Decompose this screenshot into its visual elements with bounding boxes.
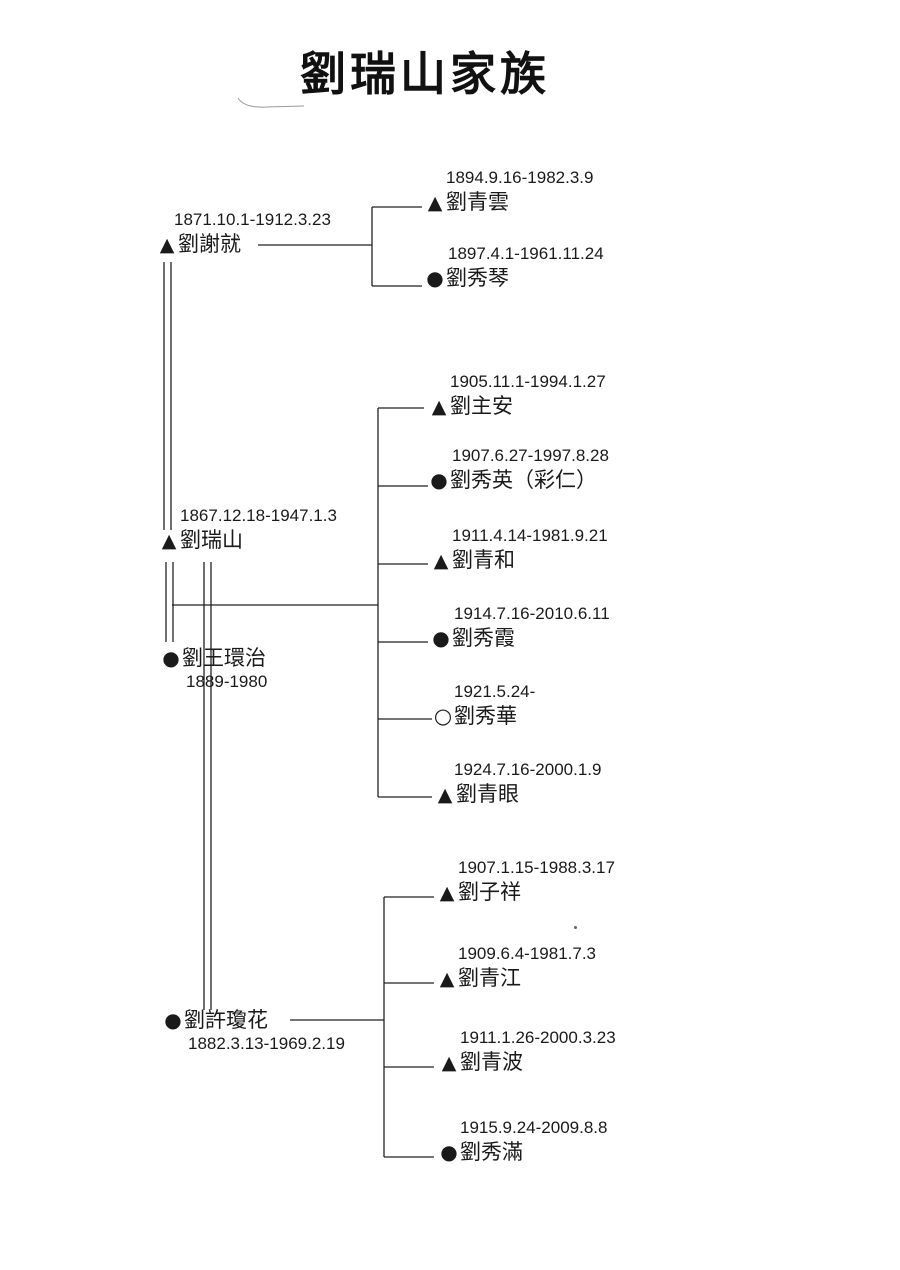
- person-dates: 1907.1.15-1988.3.17: [458, 858, 615, 877]
- person-dates: 1915.9.24-2009.8.8: [460, 1118, 608, 1137]
- person-liu-qing-yun: 1894.9.16-1982.3.9 ▲劉青雲: [424, 168, 594, 217]
- person-liu-qing-jiang: 1909.6.4-1981.7.3 ▲劉青江: [436, 944, 596, 993]
- person-dates: 1867.12.18-1947.1.3: [180, 506, 337, 525]
- person-name-row: ▲劉青江: [436, 964, 596, 993]
- person-liu-qing-yan: 1924.7.16-2000.1.9 ▲劉青眼: [434, 760, 602, 809]
- person-name: 劉子祥: [458, 880, 521, 904]
- person-name: 劉青江: [458, 966, 521, 990]
- open-circle-icon: ○: [433, 704, 453, 728]
- person-liu-xiu-ying: 1907.6.27-1997.8.28 ●劉秀英（彩仁）: [428, 446, 609, 494]
- female-circle-icon: ●: [430, 468, 448, 492]
- person-name-row: ▲劉青波: [438, 1048, 616, 1077]
- male-triangle-icon: ▲: [441, 1052, 457, 1074]
- person-liu-wang-huan-zhi: ●劉王環治 1889-1980: [160, 644, 267, 692]
- female-circle-icon: ●: [426, 266, 444, 290]
- person-name-row: ●劉秀琴: [424, 264, 604, 292]
- person-liu-zhu-an: 1905.11.1-1994.1.27 ▲劉主安: [428, 372, 606, 421]
- person-name-row: ▲劉瑞山: [158, 526, 337, 555]
- person-dates: 1911.1.26-2000.3.23: [460, 1028, 616, 1047]
- male-triangle-icon: ▲: [437, 784, 453, 806]
- person-liu-zi-xiang: 1907.1.15-1988.3.17 ▲劉子祥: [436, 858, 615, 907]
- person-name-row: ●劉秀霞: [430, 624, 610, 652]
- person-name: 劉主安: [450, 394, 513, 418]
- person-name: 劉瑞山: [180, 528, 243, 552]
- male-triangle-icon: ▲: [431, 396, 447, 418]
- female-circle-icon: ●: [162, 646, 180, 670]
- person-dates: 1907.6.27-1997.8.28: [452, 446, 609, 465]
- male-triangle-icon: ▲: [439, 882, 455, 904]
- person-name-row: ▲劉主安: [428, 392, 606, 421]
- person-dates: 1882.3.13-1969.2.19: [188, 1034, 345, 1053]
- person-name: 劉秀霞: [452, 626, 515, 650]
- male-triangle-icon: ▲: [439, 968, 455, 990]
- person-name: 劉秀琴: [446, 266, 509, 290]
- person-name: 劉青眼: [456, 782, 519, 806]
- person-name: 劉謝就: [178, 232, 241, 256]
- person-liu-xiu-qin: 1897.4.1-1961.11.24 ●劉秀琴: [424, 244, 604, 292]
- person-liu-qing-he: 1911.4.14-1981.9.21 ▲劉青和: [430, 526, 608, 575]
- female-circle-icon: ●: [440, 1140, 458, 1164]
- person-dates: 1889-1980: [186, 672, 268, 691]
- person-liu-xiu-xia: 1914.7.16-2010.6.11 ●劉秀霞: [430, 604, 610, 652]
- person-name: 劉秀英（彩仁）: [450, 468, 597, 492]
- person-liu-xu-qiong-hua: ●劉許瓊花 1882.3.13-1969.2.19: [162, 1006, 345, 1054]
- person-name: 劉王環治: [182, 646, 266, 670]
- person-dates: 1909.6.4-1981.7.3: [458, 944, 597, 963]
- person-liu-xie-jiu: 1871.10.1-1912.3.23 ▲劉謝就: [156, 210, 331, 259]
- person-dates: 1911.4.14-1981.9.21: [452, 526, 608, 545]
- person-name-row: ○劉秀華: [432, 702, 535, 730]
- person-name-row: ●劉許瓊花: [162, 1006, 345, 1034]
- person-name: 劉秀華: [454, 704, 517, 728]
- scan-artifact-mark: [237, 97, 305, 108]
- person-dates: 1897.4.1-1961.11.24: [448, 244, 604, 263]
- person-dates: 1905.11.1-1994.1.27: [450, 372, 606, 391]
- male-triangle-icon: ▲: [427, 192, 443, 214]
- person-name: 劉許瓊花: [184, 1008, 268, 1032]
- person-name-row: ▲劉謝就: [156, 230, 331, 259]
- person-liu-rui-shan: 1867.12.18-1947.1.3 ▲劉瑞山: [158, 506, 337, 555]
- person-liu-xiu-hua: 1921.5.24- ○劉秀華: [432, 682, 535, 730]
- person-name: 劉青雲: [446, 190, 509, 214]
- person-dates: 1914.7.16-2010.6.11: [454, 604, 610, 623]
- person-dates: 1894.9.16-1982.3.9: [446, 168, 594, 187]
- person-name: 劉青和: [452, 548, 515, 572]
- person-name-row: ▲劉青雲: [424, 188, 593, 217]
- male-triangle-icon: ▲: [161, 530, 177, 552]
- male-triangle-icon: ▲: [433, 550, 449, 572]
- female-circle-icon: ●: [432, 626, 450, 650]
- page-title: 劉瑞山家族: [300, 47, 550, 101]
- person-name: 劉青波: [460, 1050, 523, 1074]
- person-liu-xiu-man: 1915.9.24-2009.8.8 ●劉秀滿: [438, 1118, 607, 1166]
- person-name-row: ●劉王環治: [160, 644, 267, 672]
- person-name-row: ●劉秀英（彩仁）: [428, 466, 609, 494]
- person-dates: 1871.10.1-1912.3.23: [174, 210, 331, 229]
- person-name-row: ▲劉子祥: [436, 878, 615, 907]
- person-dates: 1924.7.16-2000.1.9: [454, 760, 602, 779]
- scan-speck: [574, 926, 577, 929]
- person-name-row: ●劉秀滿: [438, 1138, 607, 1166]
- person-name-row: ▲劉青眼: [434, 780, 601, 809]
- male-triangle-icon: ▲: [159, 234, 175, 256]
- person-name-row: ▲劉青和: [430, 546, 608, 575]
- person-dates: 1921.5.24-: [454, 682, 536, 701]
- person-name: 劉秀滿: [460, 1140, 523, 1164]
- person-liu-qing-bo: 1911.1.26-2000.3.23 ▲劉青波: [438, 1028, 616, 1077]
- female-circle-icon: ●: [164, 1008, 182, 1032]
